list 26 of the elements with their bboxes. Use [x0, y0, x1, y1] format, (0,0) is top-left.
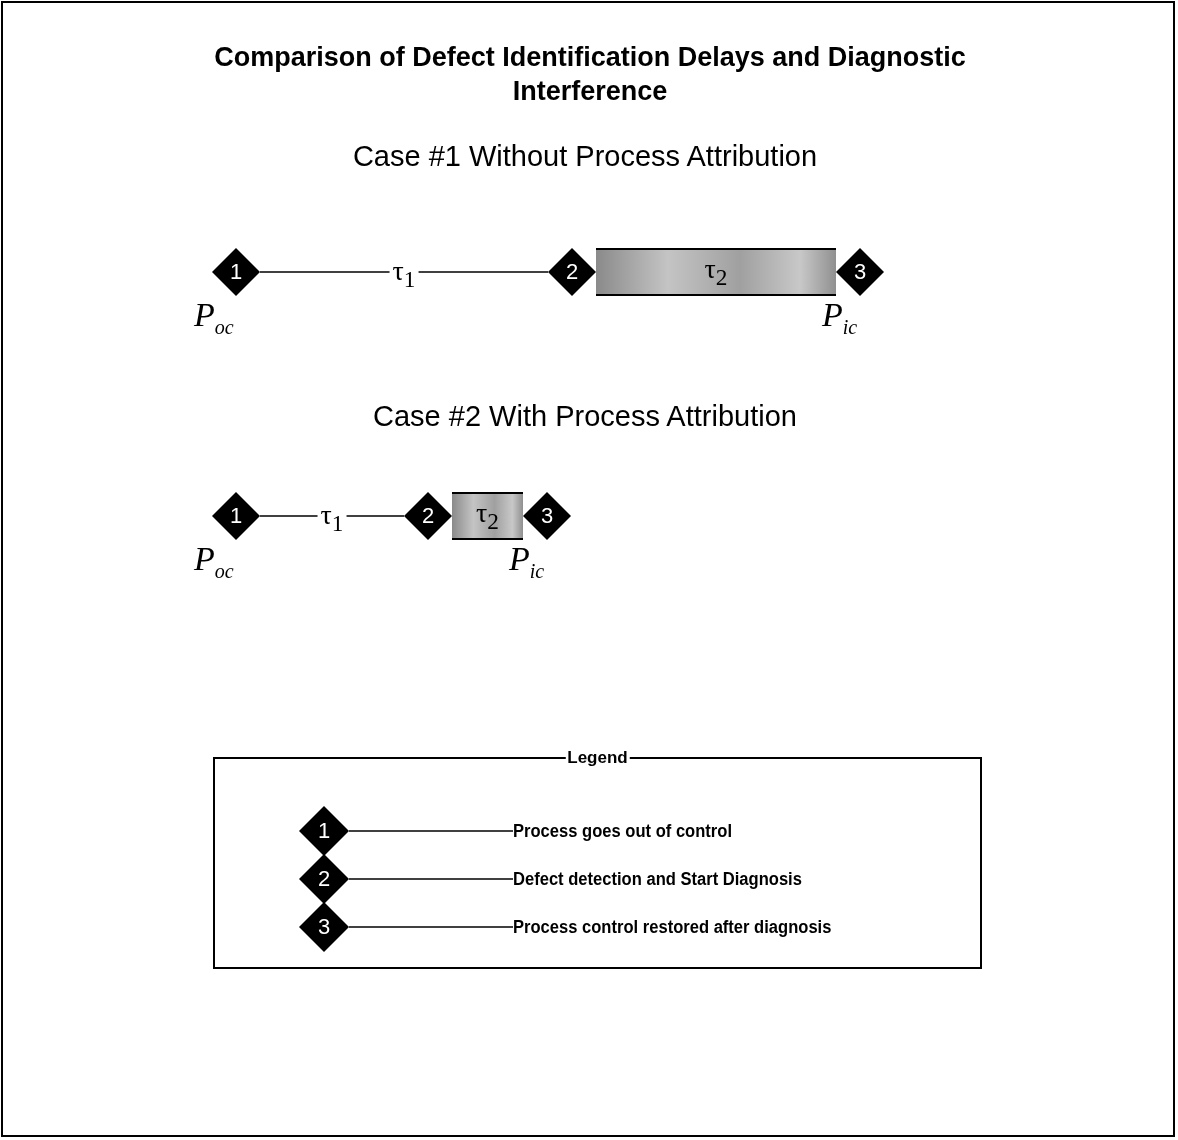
- variable-label: P$_{oc}$: [194, 540, 234, 583]
- diamond-marker: 1: [299, 806, 349, 856]
- connector-line: [259, 271, 549, 273]
- variable-label: P$_{oc}$: [194, 296, 234, 339]
- legend-text: Process control restored after diagnosis: [513, 914, 832, 940]
- legend-text: Defect detection and Start Diagnosis: [513, 866, 802, 892]
- variable-label: P$_{ic}$: [509, 540, 545, 583]
- diamond-marker: 2: [299, 854, 349, 904]
- diamond-marker: 2: [548, 248, 596, 296]
- legend-title: Legend: [565, 748, 630, 768]
- shaded-bar: τ$_{2}$: [596, 248, 836, 296]
- diamond-marker: 3: [836, 248, 884, 296]
- title: Comparison of Defect Identification Delays and Diagnostic Interference: [213, 41, 967, 108]
- connector-line: [348, 830, 514, 832]
- diamond-marker: 3: [299, 902, 349, 952]
- diamond-marker: 3: [523, 492, 571, 540]
- variable-label: P$_{ic}$: [822, 296, 858, 339]
- shaded-bar: τ$_{2}$: [452, 492, 523, 540]
- diamond-marker: 2: [404, 492, 452, 540]
- legend-text: Process goes out of control: [513, 818, 732, 844]
- diamond-marker: 1: [212, 248, 260, 296]
- case-heading: Case #2 With Process Attribution: [372, 400, 798, 433]
- connector-line: [348, 878, 514, 880]
- connector-line: [348, 926, 514, 928]
- case-heading: Case #1 Without Process Attribution: [351, 140, 819, 173]
- diamond-marker: 1: [212, 492, 260, 540]
